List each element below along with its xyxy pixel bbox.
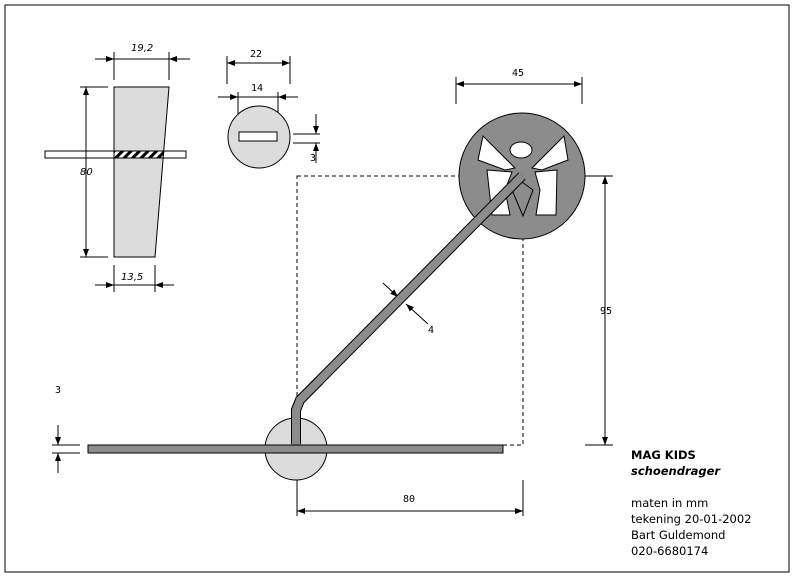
dim-slot-width: 14 <box>251 83 263 94</box>
sheet-border <box>4 4 790 573</box>
dim-bottom-width: 13,5 <box>121 272 143 283</box>
base-bar <box>87 444 504 454</box>
dim-large-disc: 45 <box>512 68 524 79</box>
construction-box <box>296 175 524 446</box>
tapered-part-side-view <box>44 86 187 258</box>
title: MAG KIDS <box>631 448 696 462</box>
dim-vertical: 95 <box>600 306 612 317</box>
phone: 020-6680174 <box>631 544 709 558</box>
dim-small-disc: 22 <box>250 49 262 60</box>
dim-slot-height: 3 <box>310 153 316 164</box>
dim-top-width: 19,2 <box>131 43 153 54</box>
units-note: maten in mm <box>631 496 709 510</box>
drawing-date: tekening 20-01-2002 <box>631 512 752 526</box>
dim-height: 80 <box>80 167 93 178</box>
subtitle: schoendrager <box>631 464 721 478</box>
small-disc-top-view <box>227 105 291 169</box>
dim-arm-width: 4 <box>428 325 434 336</box>
dim-horizontal: 80 <box>403 494 415 505</box>
author: Bart Guldemond <box>631 528 726 542</box>
arm-outline <box>291 172 526 444</box>
dim-base-thickness: 3 <box>55 385 61 396</box>
